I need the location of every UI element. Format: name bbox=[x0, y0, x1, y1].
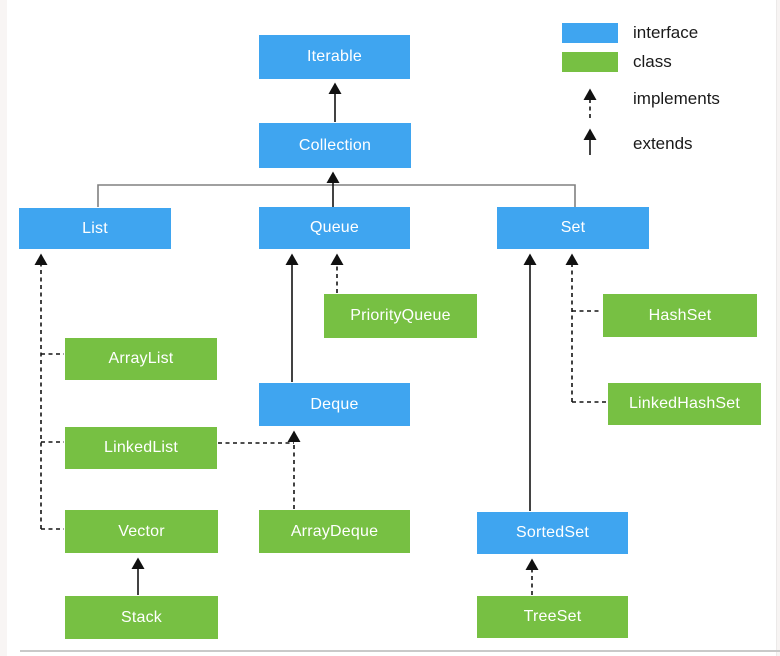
legend-class-label: class bbox=[633, 52, 672, 71]
node-sortedset: SortedSet bbox=[477, 512, 628, 554]
node-stack: Stack bbox=[65, 596, 218, 639]
node-treeset: TreeSet bbox=[477, 596, 628, 638]
node-arraydeque: ArrayDeque bbox=[259, 510, 410, 553]
legend-implements-label: implements bbox=[633, 89, 720, 108]
legend-class-swatch bbox=[562, 52, 618, 72]
node-deque: Deque bbox=[259, 383, 410, 426]
node-set: Set bbox=[497, 207, 649, 249]
legend-interface-swatch bbox=[562, 23, 618, 43]
node-priorityqueue: PriorityQueue bbox=[324, 294, 477, 338]
edge-tree-connector bbox=[97, 184, 576, 207]
bottom-border-line bbox=[20, 650, 780, 652]
node-iterable: Iterable bbox=[259, 35, 410, 79]
node-linkedlist: LinkedList bbox=[65, 427, 217, 469]
node-hashset: HashSet bbox=[603, 294, 757, 337]
right-edge-strip bbox=[776, 0, 780, 656]
legend-interface-label: interface bbox=[633, 23, 699, 42]
node-linkedhashset: LinkedHashSet bbox=[608, 383, 761, 425]
node-queue: Queue bbox=[259, 207, 410, 249]
left-edge-strip bbox=[0, 0, 7, 656]
node-list: List bbox=[19, 208, 171, 249]
legend-extends-label: extends bbox=[633, 134, 693, 153]
node-arraylist: ArrayList bbox=[65, 338, 217, 380]
node-collection: Collection bbox=[259, 123, 411, 168]
node-vector: Vector bbox=[65, 510, 218, 553]
